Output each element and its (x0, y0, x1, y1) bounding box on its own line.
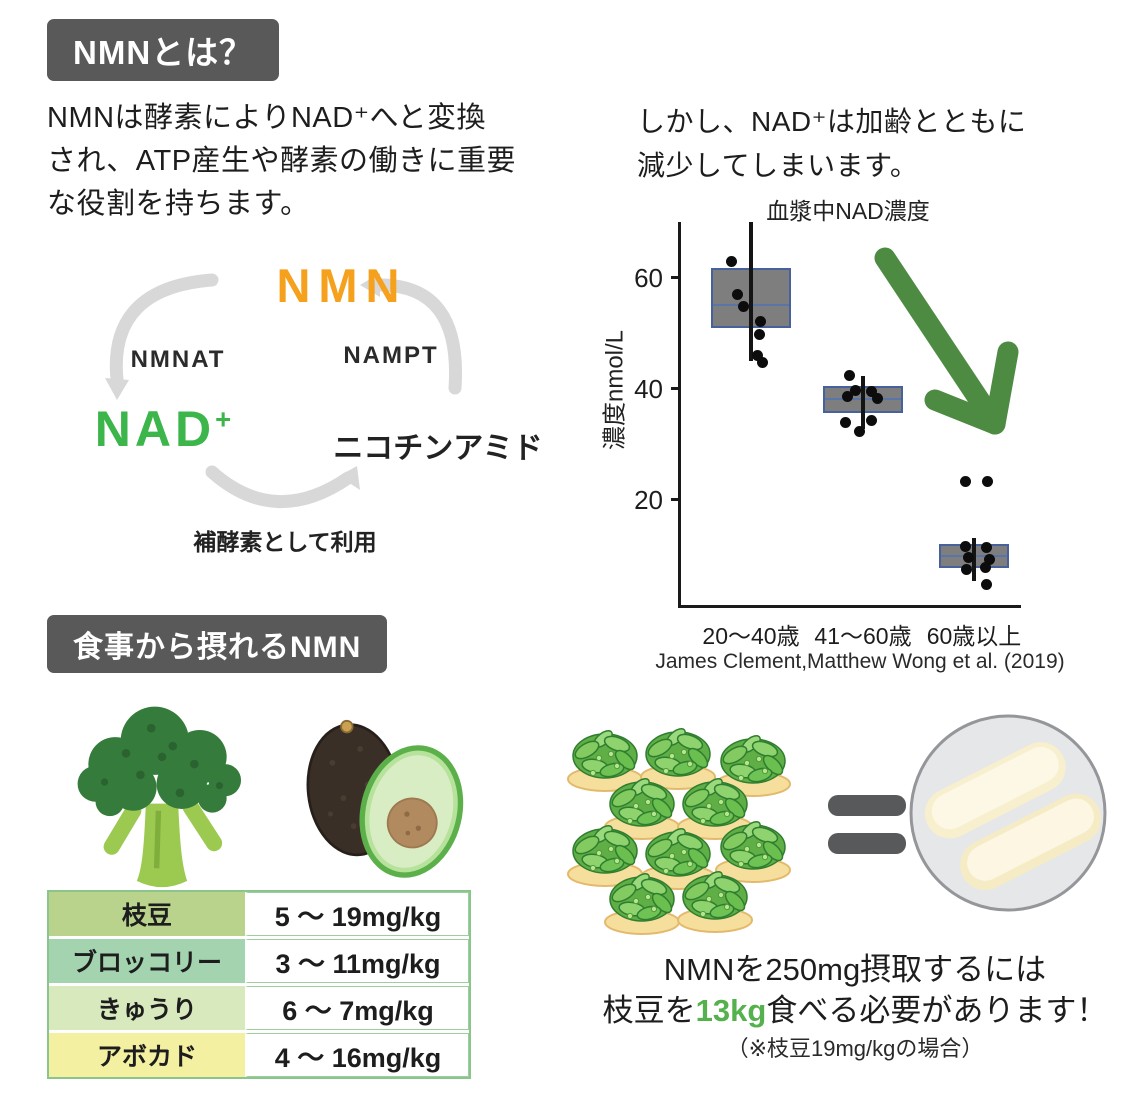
avocado-illustration (306, 719, 464, 878)
intro-paragraph: NMNは酵素によりNAD⁺へと変換 され、ATP産生や酵素の働きに重要 な役割を… (47, 97, 516, 226)
chart-pt (871, 393, 883, 404)
nmn-food-table: 枝豆 5 〜 19mg/kg ブロッコリー 3 〜 11mg/kg きゅうり 6… (47, 890, 471, 1079)
decline-arrow-icon (874, 247, 1019, 435)
equivalence-note: （※枝豆19mg/kgの場合） (726, 1036, 984, 1061)
chart-ticklabel: 40 (634, 373, 663, 404)
chart-whisker (749, 222, 753, 361)
chart-xlabel: 41〜60歳 (814, 623, 912, 649)
equivalence-text: NMNを250mg摂取するには 枝豆を13kg食べる必要があります！ （※枝豆1… (565, 950, 1140, 1066)
equivalence-highlight: 13kg (695, 993, 767, 1028)
chart-pt (841, 390, 853, 402)
nmnat-enzyme-label: NMNAT (130, 346, 226, 373)
chart-tickmark (671, 387, 681, 391)
chart-pt (839, 416, 851, 428)
chart-pt (756, 357, 768, 369)
nicotinamide-node-label: ニコチンアミド (333, 432, 543, 465)
chart-pt (962, 552, 974, 564)
food-value-cell: 4 〜 16mg/kg (245, 1033, 469, 1077)
food-name-cell: 枝豆 (49, 892, 245, 936)
edamame-pile-illustration (567, 724, 791, 935)
equals-icon (828, 833, 906, 854)
chart-pt (865, 386, 877, 398)
chart-pt (753, 328, 765, 340)
chart-tickmark (671, 276, 681, 279)
chart-pt (959, 475, 971, 487)
section-food-badge: 食事から摂れるNMN (47, 615, 388, 673)
chart-pt (754, 316, 766, 328)
chart-pt (981, 475, 993, 487)
food-name-cell: きゅうり (49, 986, 245, 1030)
chart-tickmark (671, 498, 681, 502)
chart-pt (960, 563, 972, 575)
equals-icon (828, 795, 906, 816)
food-value-cell: 3 〜 11mg/kg (245, 939, 469, 983)
equivalence-prefix: 枝豆を (602, 993, 696, 1028)
aging-line: 減少してしまいます。 (637, 150, 919, 181)
broccoli-illustration (77, 706, 242, 888)
food-name-cell: ブロッコリー (49, 939, 245, 983)
intro-line: な役割を持ちます。 (47, 188, 310, 220)
nmn-node-label: NMN (276, 259, 408, 312)
aging-paragraph: しかし、NAD⁺は加齢とともに 減少してしまいます。 (637, 100, 1026, 188)
table-row: きゅうり 6 〜 7mg/kg (49, 986, 469, 1030)
intro-line: され、ATP産生や酵素の働きに重要 (47, 145, 517, 177)
chart-pt (959, 540, 971, 552)
chart-pt (751, 349, 763, 361)
coenzyme-note-label: 補酵素として利用 (193, 529, 377, 555)
chart-whisker (972, 538, 976, 582)
food-value-cell: 6 〜 7mg/kg (245, 986, 469, 1030)
chart-xlabel: 20〜40歳 (702, 623, 800, 649)
chart-ticklabel: 60 (634, 262, 663, 293)
nad-plus-sup: + (215, 403, 236, 435)
chart-source-citation: James Clement,Matthew Wong et al. (2019) (655, 650, 1065, 673)
chart-pt (979, 561, 991, 573)
chart-ticklabel: 20 (634, 484, 663, 515)
chart-xlabel: 60歳以上 (926, 623, 1022, 649)
chart-pt (843, 370, 855, 382)
chart-pt (865, 414, 877, 426)
food-value-cell: 5 〜 19mg/kg (245, 892, 469, 936)
section-what-badge: NMNとは？ (47, 19, 280, 81)
equivalence-suffix: 食べる必要があります！ (766, 993, 1108, 1028)
chart-pt (849, 384, 861, 396)
chart-pt (980, 578, 992, 590)
chart-pt (853, 426, 865, 438)
chart-whisker (861, 375, 865, 430)
aging-line: しかし、NAD⁺は加齢とともに (637, 106, 1027, 137)
equivalence-line1: NMNを250mg摂取するには (663, 952, 1047, 987)
chart-pt (731, 289, 743, 301)
chart-pt (983, 553, 995, 565)
chart-pt (737, 301, 749, 313)
table-row: 枝豆 5 〜 19mg/kg (49, 892, 469, 936)
table-row: アボカド 4 〜 16mg/kg (49, 1033, 469, 1077)
cycle-arrows-icon (105, 273, 463, 509)
nmn-cycle-diagram: NMN NMNAT NAMPT NAD+ ニコチンアミド 補酵素として利用 (60, 240, 560, 580)
nad-base-text: NAD (94, 401, 216, 457)
nampt-enzyme-label: NAMPT (343, 342, 439, 369)
capsules-illustration (909, 714, 1107, 912)
chart-title: 血漿中NAD濃度 (766, 198, 930, 224)
intro-line: NMNは酵素によりNAD⁺へと変換 (47, 102, 487, 134)
table-row: ブロッコリー 3 〜 11mg/kg (49, 939, 469, 983)
food-name-cell: アボカド (49, 1033, 245, 1077)
chart-pt (725, 255, 737, 267)
nad-node-label: NAD+ (60, 400, 270, 458)
equivalence-line2: 枝豆を13kg食べる必要があります！ (565, 990, 1140, 1032)
nad-boxplot-chart: 20 40 60 20〜40歳 41〜60歳 60歳以上 (634, 222, 1021, 649)
chart-pt (980, 542, 992, 554)
